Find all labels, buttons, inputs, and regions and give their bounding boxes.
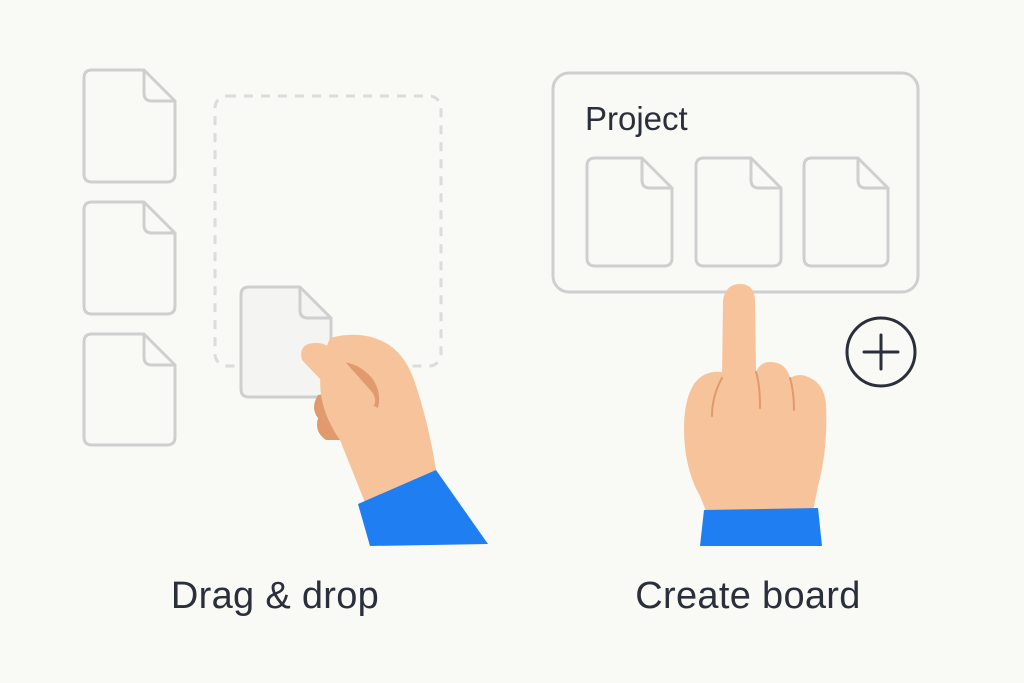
document-icon[interactable] [82, 68, 177, 184]
board-title: Project [585, 100, 688, 137]
caption-drag-drop: Drag & drop [170, 575, 380, 617]
hand-icon [301, 334, 488, 546]
document-icon[interactable] [585, 156, 674, 268]
document-icon[interactable] [802, 156, 890, 268]
document-icon[interactable] [82, 200, 177, 316]
document-icon[interactable] [694, 156, 783, 268]
plus-icon[interactable] [845, 316, 917, 388]
document-icon[interactable] [82, 332, 177, 447]
caption-create-board: Create board [635, 575, 861, 617]
document-icon[interactable] [239, 285, 333, 399]
pointing-hand-icon [684, 284, 827, 546]
